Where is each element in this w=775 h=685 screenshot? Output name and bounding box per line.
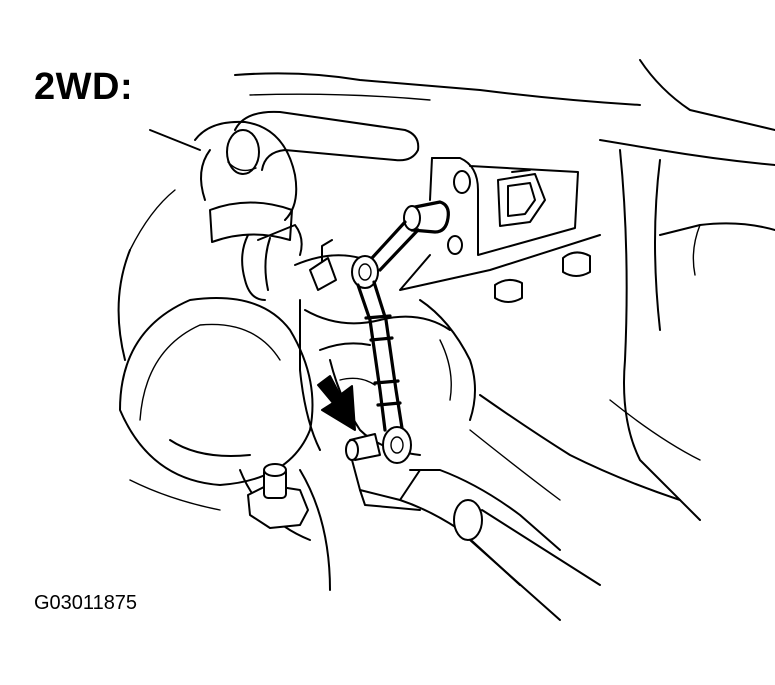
suspension-tower <box>117 110 420 541</box>
lower-rod <box>399 469 601 621</box>
sensor-bracket <box>399 157 601 303</box>
lower-bolt <box>247 463 309 529</box>
sensor-link-rod <box>345 200 450 511</box>
drive-type-title: 2WD: <box>34 66 134 108</box>
differential-housing <box>294 239 476 456</box>
pointer-arrow-icon <box>317 375 356 431</box>
vehicle-frame <box>129 59 775 591</box>
figure-code: G03011875 <box>34 592 138 614</box>
